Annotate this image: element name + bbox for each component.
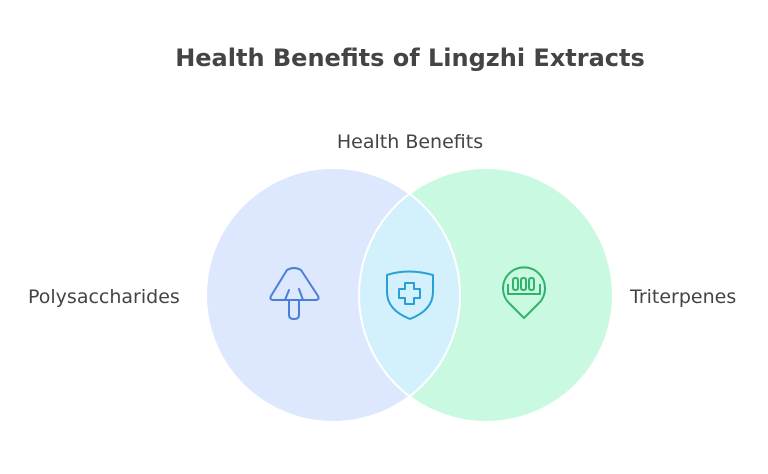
- diagram-title: Health Benefits of Lingzhi Extracts: [175, 44, 645, 72]
- intersection-label: Health Benefits: [336, 131, 484, 153]
- mushroom-icon: [269, 267, 320, 320]
- test-tubes-pin-icon: [502, 266, 546, 319]
- right-set-label: Triterpenes: [630, 286, 737, 308]
- intersection-region: [359, 168, 460, 422]
- left-set-label: Polysaccharides: [28, 286, 180, 308]
- shield-cross-icon: [386, 270, 434, 320]
